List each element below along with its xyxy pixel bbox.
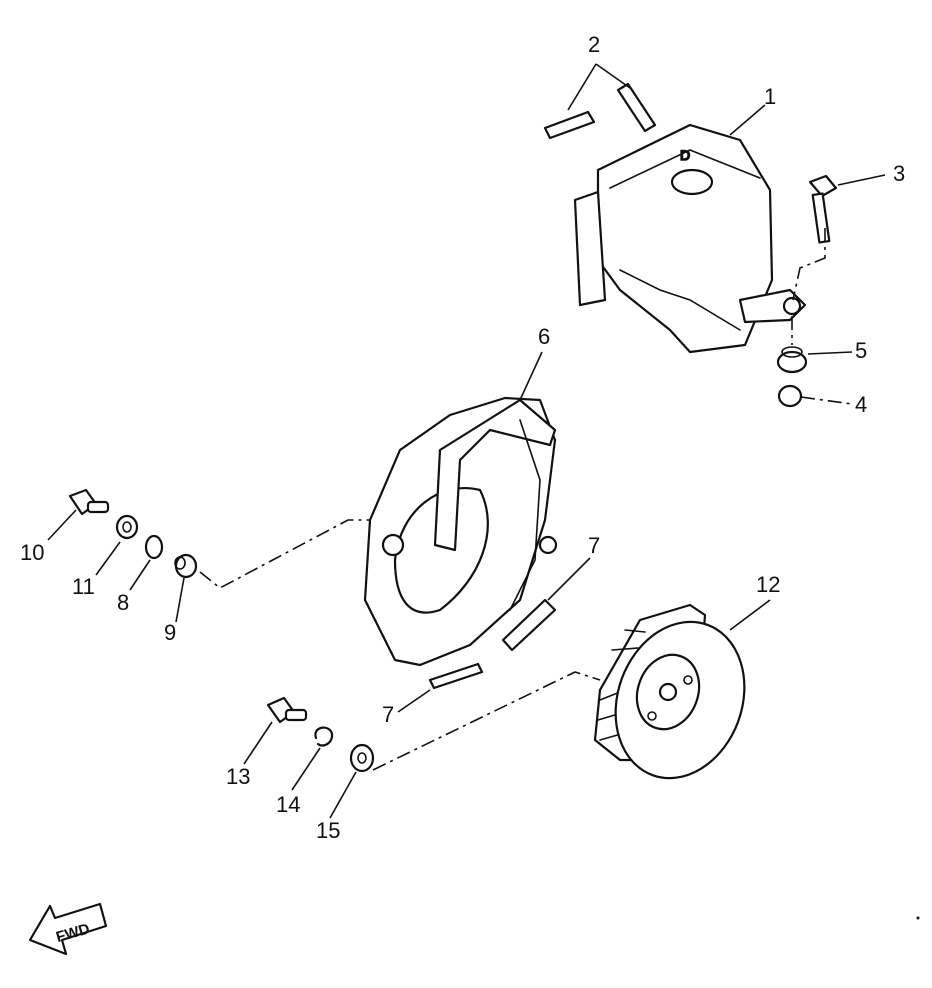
grommet-part-5 <box>776 346 808 374</box>
label-15: 15 <box>316 818 340 843</box>
collar-part-8 <box>144 534 164 560</box>
label-6: 6 <box>538 324 550 349</box>
seal-strips-part <box>543 82 657 140</box>
label-12: 12 <box>756 572 780 597</box>
label-10: 10 <box>20 540 44 565</box>
washer-part-15 <box>349 743 375 773</box>
label-7b: 7 <box>382 702 394 727</box>
assembly-line-bolt3 <box>792 228 826 301</box>
flywheel-part <box>593 603 746 780</box>
assembly-line-housing <box>199 519 370 589</box>
damper-strip-part-7a <box>501 598 557 652</box>
svg-text:D: D <box>680 147 690 163</box>
stray-dot <box>916 916 920 920</box>
label-9: 9 <box>164 620 176 645</box>
bolt-part-13 <box>266 696 308 724</box>
label-7a: 7 <box>588 533 600 558</box>
label-13: 13 <box>226 764 250 789</box>
grommet-part-9 <box>174 553 198 579</box>
label-5: 5 <box>855 338 867 363</box>
label-14: 14 <box>276 792 300 817</box>
bolt-part-10 <box>68 488 110 516</box>
label-3: 3 <box>893 161 905 186</box>
cylinder-shroud-part: D <box>573 123 807 354</box>
fan-housing-part <box>363 396 558 667</box>
assembly-line-part4 <box>800 396 853 405</box>
collar-part-4 <box>777 384 803 408</box>
label-11: 11 <box>72 574 95 599</box>
washer-part-11 <box>115 514 139 540</box>
label-1: 1 <box>764 84 776 109</box>
damper-strip-part-7b <box>428 662 484 690</box>
label-2: 2 <box>588 32 600 57</box>
label-8: 8 <box>117 590 129 615</box>
assembly-line-flywheel <box>372 671 601 771</box>
lockwasher-part-14 <box>314 726 334 747</box>
label-4: 4 <box>855 392 867 417</box>
bolt-part-3 <box>808 174 838 244</box>
forward-direction-arrow-icon: FWD <box>28 902 108 956</box>
leader-lines <box>47 63 886 819</box>
